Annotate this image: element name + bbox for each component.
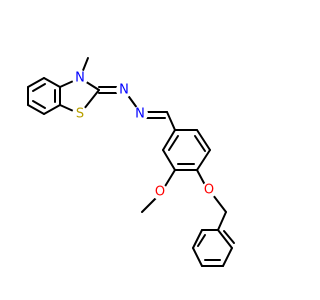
bond: [27, 77, 45, 88]
chemical-structure: N S N N O O: [27, 57, 235, 267]
atom-background: [132, 106, 148, 122]
atom-o-benzyloxy: O: [201, 182, 217, 198]
atom-background: [72, 70, 88, 86]
bond: [194, 135, 206, 152]
bond: [162, 149, 176, 171]
bond: [223, 230, 235, 244]
bond: [212, 194, 227, 213]
bonds: [27, 57, 235, 267]
bond: [217, 211, 227, 231]
atom-label-s: S: [76, 107, 84, 122]
bond: [43, 104, 61, 115]
atom-background: [152, 184, 168, 200]
atom-label-o: O: [204, 183, 214, 198]
bond: [162, 129, 176, 151]
atom-background: [201, 182, 217, 198]
bond: [163, 169, 176, 189]
atom-labels: N S N N O O: [72, 70, 217, 200]
bond: [197, 234, 206, 247]
atom-label-o: O: [155, 185, 165, 200]
bond: [43, 77, 61, 88]
bond: [196, 129, 211, 151]
bond: [168, 135, 179, 151]
atom-n-hydrazone-1: N: [116, 82, 132, 98]
bond: [196, 169, 206, 186]
bond: [222, 247, 233, 267]
atom-n-thiazole: N: [72, 70, 88, 86]
bond: [192, 247, 203, 267]
atom-label-n: N: [119, 83, 129, 98]
bond: [217, 229, 233, 249]
atom-label-n: N: [135, 107, 145, 122]
atom-o-methoxy: O: [152, 184, 168, 200]
bond: [166, 111, 176, 131]
bond: [141, 197, 157, 213]
bond: [196, 149, 211, 171]
atom-n-hydrazone-2: N: [132, 106, 148, 122]
bond: [32, 100, 46, 109]
atom-label-n: N: [75, 71, 85, 86]
atom-s-thiazole: S: [72, 106, 88, 122]
bond: [27, 104, 45, 115]
atom-background: [72, 106, 88, 122]
bond: [32, 83, 46, 92]
bond: [192, 229, 203, 249]
atom-background: [116, 82, 132, 98]
